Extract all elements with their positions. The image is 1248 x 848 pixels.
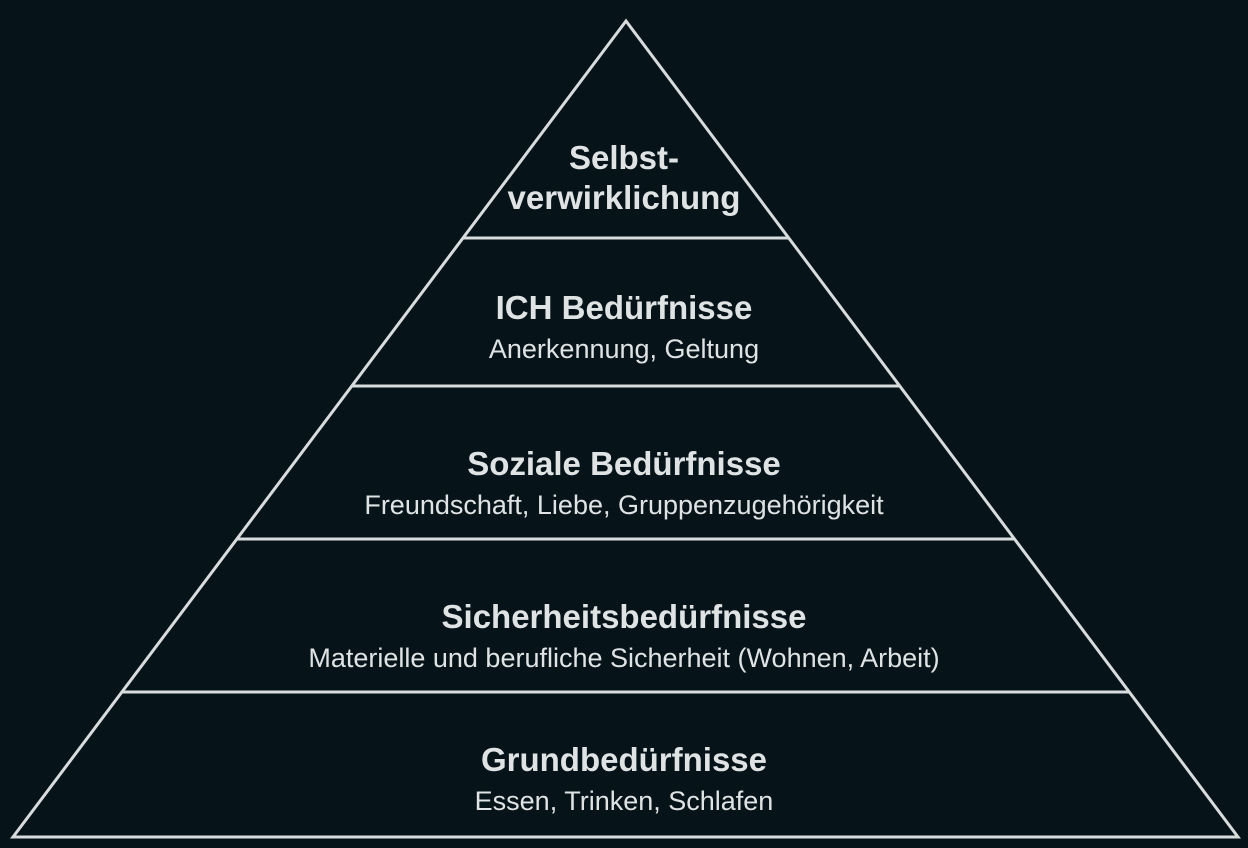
pyramid-triangle	[9, 18, 1241, 839]
level-title: Selbst-	[568, 139, 680, 176]
level-title: verwirklichung	[507, 179, 741, 216]
level-title: Grundbedürfnisse	[480, 741, 768, 778]
level-subtitle: Essen, Trinken, Schlafen	[474, 786, 774, 816]
level-social: Soziale Bedürfnisse Freundschaft, Liebe,…	[0, 444, 1248, 522]
level-subtitle: Materielle und berufliche Sicherheit (Wo…	[308, 643, 940, 673]
level-title: Sicherheitsbedürfnisse	[441, 598, 807, 635]
level-esteem: ICH Bedürfnisse Anerkennung, Geltung	[0, 288, 1248, 366]
level-title: Soziale Bedürfnisse	[467, 445, 781, 482]
level-subtitle: Freundschaft, Liebe, Gruppenzugehörigkei…	[364, 490, 884, 520]
level-title: ICH Bedürfnisse	[495, 289, 753, 326]
level-safety: Sicherheitsbedürfnisse Materielle und be…	[0, 597, 1248, 675]
level-self-actualization: Selbst- verwirklichung	[0, 138, 1248, 218]
level-subtitle: Anerkennung, Geltung	[488, 334, 760, 364]
level-basic: Grundbedürfnisse Essen, Trinken, Schlafe…	[0, 740, 1248, 818]
